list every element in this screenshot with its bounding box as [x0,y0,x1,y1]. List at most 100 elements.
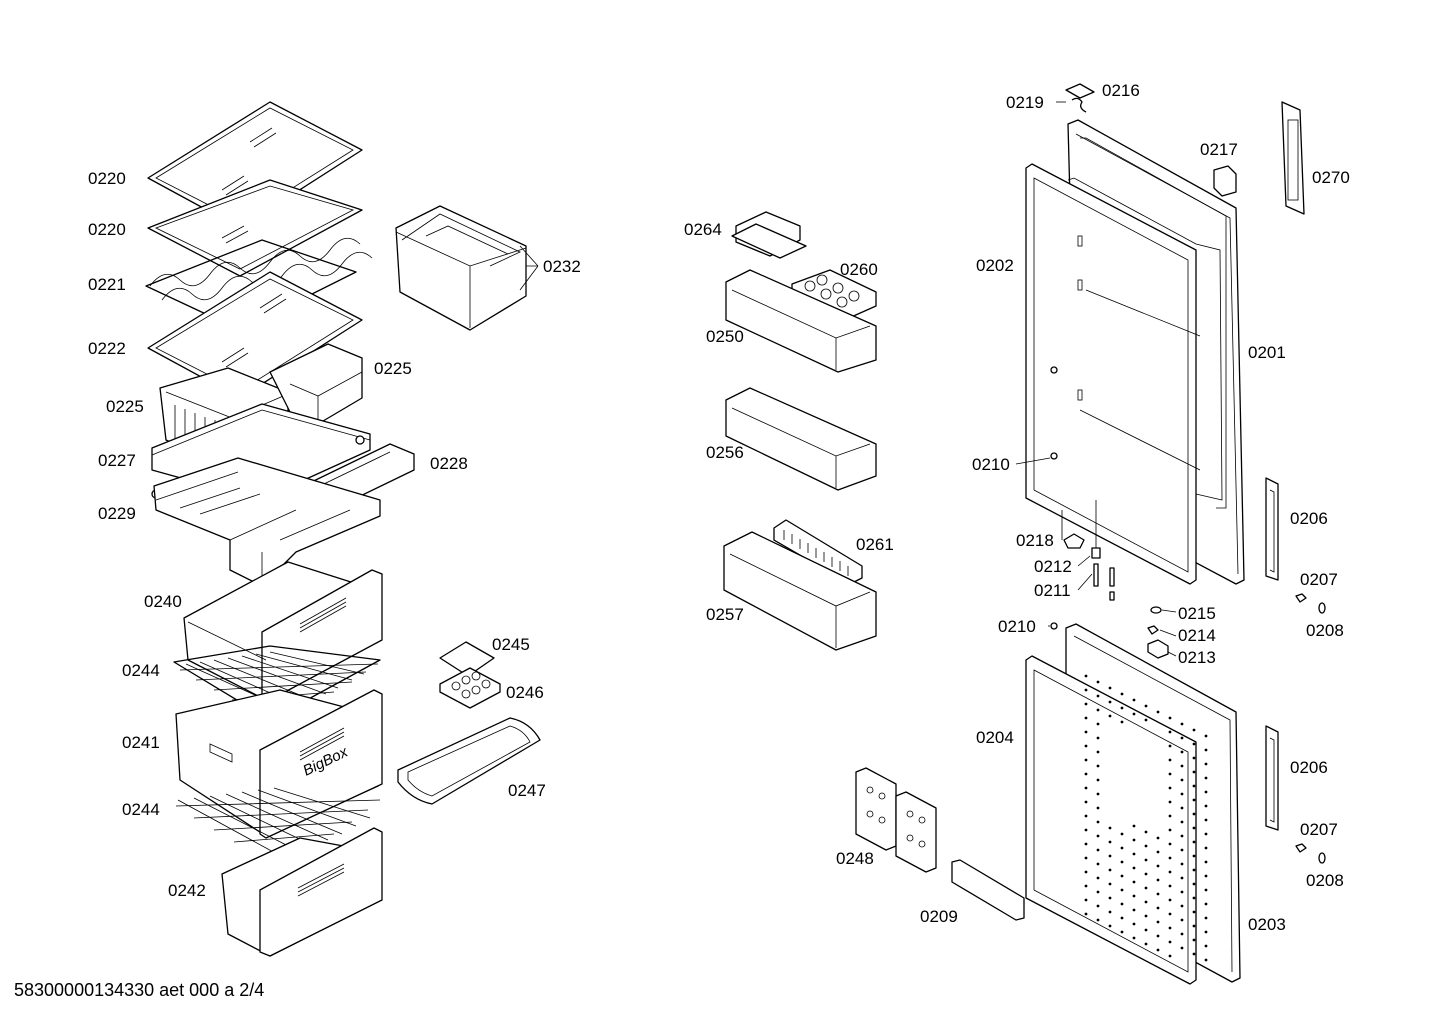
door-dot [1168,954,1172,958]
door-dot [1096,806,1100,810]
door-shelf-0257[interactable] [723,531,877,651]
door-dot [1096,792,1100,796]
cap-0208-lower[interactable] [1318,852,1326,864]
box-0232[interactable] [395,205,527,331]
label-0212: 0212 [1034,557,1072,576]
door-dot [1192,826,1196,830]
cover-strip-0209[interactable] [951,859,1025,921]
screw-0214[interactable] [1147,625,1159,635]
label-0214: 0214 [1178,626,1216,645]
door-dot [1156,710,1160,714]
door-dot [1096,848,1100,852]
door-dot [1180,764,1184,768]
door-dot [1132,908,1136,912]
door-dot [1180,862,1184,866]
door-dot [1084,856,1088,860]
hinge-pin-0211[interactable] [1093,563,1115,601]
door-dot [1192,742,1196,746]
door-dot [1108,686,1112,690]
door-dot [1192,728,1196,732]
label-0261: 0261 [856,535,894,554]
label-0210a: 0210 [972,455,1010,474]
hinge-cover-0216[interactable] [1065,83,1095,99]
door-dot [1120,692,1124,696]
door-dot [1096,722,1100,726]
label-0244b: 0244 [122,800,160,819]
cold-packs-0248[interactable] [855,767,937,873]
door-dot [1192,840,1196,844]
pin-0219[interactable] [1071,97,1087,113]
door-dot [1096,680,1100,684]
door-dot [1132,894,1136,898]
cap-0208-upper[interactable] [1318,602,1326,614]
door-dot [1096,904,1100,908]
label-0206b: 0206 [1290,758,1328,777]
door-dot [1132,824,1136,828]
label-0241: 0241 [122,733,160,752]
hinge-screw-0210-upper[interactable] [1050,366,1058,460]
door-dot [1204,762,1208,766]
door-dot [1180,946,1184,950]
door-dot [1120,860,1124,864]
handle-0206-lower[interactable] [1265,725,1279,831]
label-0204: 0204 [976,728,1014,747]
door-dot [1168,758,1172,762]
bushing-0212[interactable] [1091,547,1101,559]
screw-0207-upper[interactable] [1295,593,1307,603]
drawer-0242[interactable] [221,827,383,957]
door-gasket-0202[interactable] [1025,163,1223,585]
label-0203: 0203 [1248,915,1286,934]
door-dot [1168,814,1172,818]
door-dot [1084,772,1088,776]
door-dot [1144,872,1148,876]
hinge-block-0213[interactable] [1147,639,1169,659]
container-0225-right[interactable] [269,343,363,425]
label-0220a: 0220 [88,169,126,188]
tray-0247[interactable] [397,717,541,805]
label-0207b: 0207 [1300,820,1338,839]
egg-tray-0246[interactable] [439,667,501,709]
door-gasket-0204[interactable] [1025,655,1197,985]
door-dot [1084,716,1088,720]
door-dot [1096,694,1100,698]
door-dot [1144,830,1148,834]
door-shelf-0250[interactable] [725,269,877,373]
label-0225b: 0225 [374,359,412,378]
lid-0245[interactable] [439,641,495,677]
door-shelf-0256[interactable] [725,387,877,491]
label-0256: 0256 [706,443,744,462]
door-dot [1084,898,1088,902]
drawer-0241[interactable]: BigBox [175,689,383,839]
rack-0244-lower[interactable] [175,787,381,861]
door-dot [1168,884,1172,888]
door-dot [1168,772,1172,776]
label-0208a: 0208 [1306,621,1344,640]
glass-shelf-0220-second[interactable] [147,179,363,277]
door-dot [1168,926,1172,930]
cover-0264[interactable] [731,211,807,259]
door-dot [1180,792,1184,796]
screw-0207-lower[interactable] [1295,843,1307,853]
door-dot [1204,902,1208,906]
door-dot [1192,952,1196,956]
panel-0270[interactable] [1281,101,1305,215]
hinge-0218[interactable] [1063,533,1085,549]
bottle-retainer-0261[interactable] [773,519,863,585]
door-dot [1204,818,1208,822]
door-dot [1192,882,1196,886]
door-dot [1144,844,1148,848]
door-dot [1096,708,1100,712]
door-dot [1168,912,1172,916]
door-dot [1132,880,1136,884]
door-dot [1096,890,1100,894]
door-dot [1108,700,1112,704]
handle-0206-upper[interactable] [1265,477,1279,581]
door-dot [1180,736,1184,740]
cover-0217[interactable] [1213,165,1237,197]
label-0219: 0219 [1006,93,1044,112]
door-dot [1144,886,1148,890]
label-0220b: 0220 [88,220,126,239]
door-dot [1084,758,1088,762]
washer-0215[interactable] [1150,606,1162,614]
label-0246: 0246 [506,683,544,702]
